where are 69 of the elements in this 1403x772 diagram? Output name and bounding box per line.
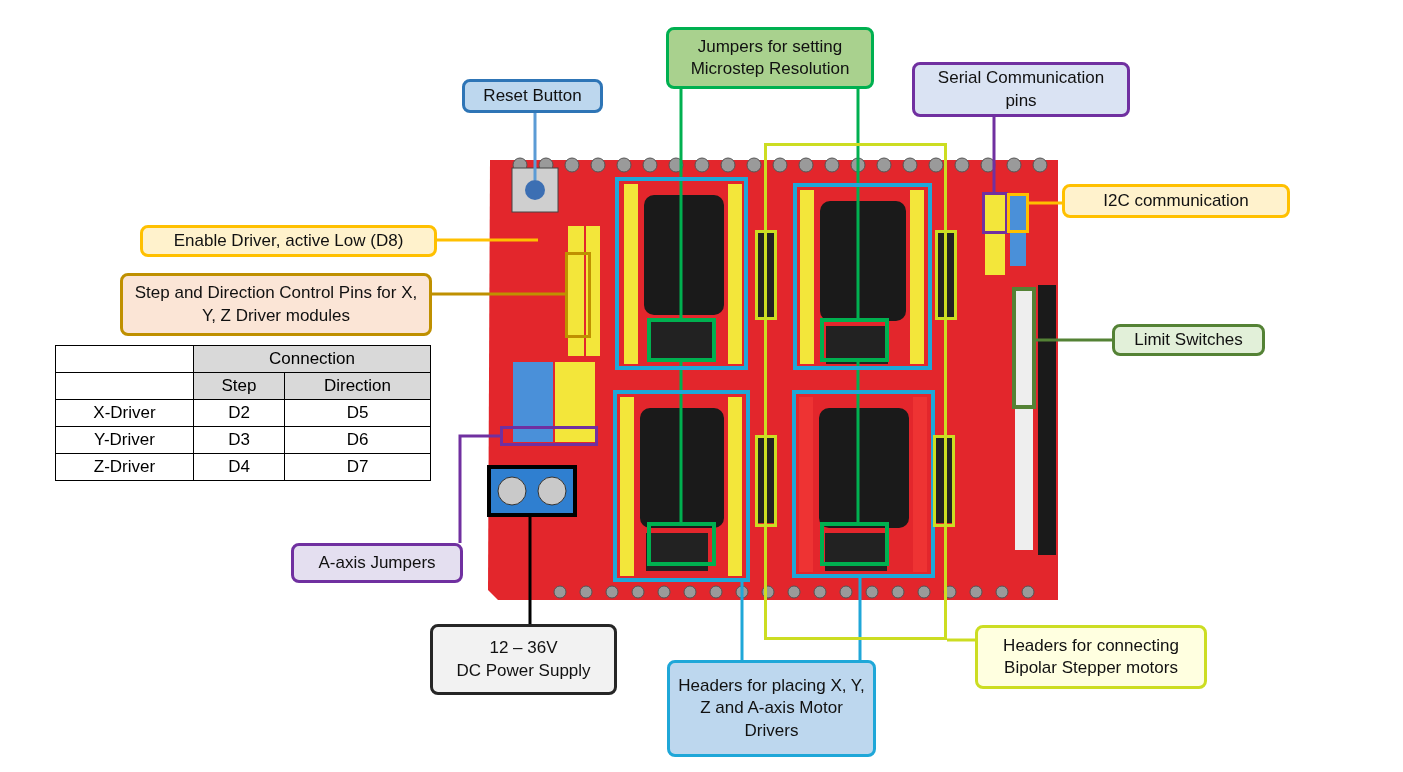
highlight-frame [755,230,777,320]
highlight-frame [982,192,1008,234]
highlight-frame [647,522,716,566]
callout-text: Enable Driver, active Low (D8) [173,229,404,252]
leader-line [740,582,744,660]
callout-text: 12 – 36V [489,637,558,660]
highlight-frame [793,183,932,370]
callout-box [140,225,437,257]
leader-line [947,638,975,642]
header-cell: Connection [193,345,431,373]
table-cell: X-Driver [55,399,194,427]
highlight-frame [487,465,577,517]
highlight-frame [933,435,955,527]
leader-line [858,578,862,660]
highlight-frame [755,435,777,527]
leader-line [679,362,683,522]
highlight-frame [565,252,591,338]
leader-line [437,238,538,242]
header-cell: Step [193,372,285,400]
callout-box [1062,184,1290,218]
leader-line [1036,338,1112,342]
highlight-frame [615,177,748,370]
callout-box [1112,324,1265,356]
callout-text: A-axis Jumpers [318,551,436,574]
callout-box [975,625,1207,689]
table-cell: D6 [284,426,431,454]
leader-line [856,89,860,318]
callout-text: Serial Communication pins [936,67,1106,112]
header-cell: Direction [284,372,431,400]
callout-text: Headers for placing X, Y, Z and A-axis Motor Drivers [677,675,866,742]
callout-text: Headers for connecting Bipolar Stepper motors [1002,634,1180,679]
callout-box [120,273,432,336]
callout-box [667,660,876,757]
leader-line [856,362,860,522]
table-cell: Y-Driver [55,426,194,454]
highlight-frame [1012,287,1036,409]
highlight-frame [764,143,947,640]
callout-text: I2C communication [1103,189,1249,212]
callout-text: Step and Direction Control Pins for X, Y, Z Driver modules [133,282,419,327]
table-cell: Z-Driver [55,453,194,481]
leader-line [679,89,683,318]
highlight-frame [500,426,598,446]
highlight-frame [613,390,750,582]
leader-line [533,113,537,180]
callout-box [291,543,463,583]
highlight-frame [820,522,889,566]
highlight-frame [647,318,716,362]
callout-text: Reset Button [483,84,582,107]
highlight-frame [820,318,889,362]
leader-line [992,117,996,192]
highlight-frame [935,230,957,320]
highlight-frame [792,390,935,578]
leader-line [528,517,532,624]
leader-line [458,434,500,543]
leader-line [1029,201,1062,205]
highlight-frame [1007,193,1029,233]
callout-box [430,624,617,695]
callout-box [666,27,874,89]
table-cell: D5 [284,399,431,427]
callout-box [912,62,1130,117]
table-cell: D7 [284,453,431,481]
callout-box [462,79,603,113]
table-cell: D2 [193,399,285,427]
table-cell: D3 [193,426,285,454]
callout-text: DC Power Supply [456,659,591,682]
callout-text: Limit Switches [1134,328,1243,351]
leader-line [432,292,565,296]
callout-text: Jumpers for setting Microstep Resolution [689,35,851,80]
table-cell: D4 [193,453,285,481]
